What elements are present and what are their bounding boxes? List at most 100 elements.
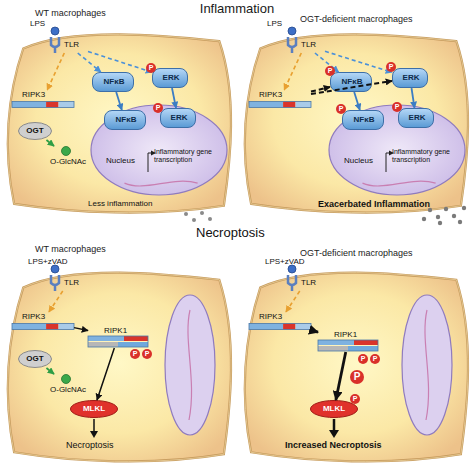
annotation: LPS (30, 19, 45, 28)
tlr-receptor: TLR (48, 275, 88, 291)
protein-oval: MLKL (70, 400, 118, 418)
nucleus-shape (165, 295, 215, 435)
phospho-mark: P (130, 349, 140, 359)
protein-bar-shape (12, 323, 74, 330)
pathway-arrow (116, 92, 122, 110)
protein-bar: RIPK3 (12, 312, 74, 330)
node-label: ERK (161, 109, 197, 127)
annotation: LPS+zVAD (265, 257, 305, 266)
node-label: MLKL (70, 400, 118, 418)
annotation: Increased Necroptosis (285, 440, 382, 450)
pathway-arrow (47, 53, 64, 90)
macrophage-cell: TLRRIPK3RIPK1MLKLOGT-deficient macrophag… (242, 268, 470, 464)
node-label: RIPK1 (334, 330, 357, 339)
protein-bar: RIPK3 (249, 312, 311, 330)
protein-complex-shape (88, 336, 148, 348)
node-label: OGT (18, 122, 52, 140)
pathway-arrow (284, 53, 301, 90)
node-label: Inflammatory gene transcription (154, 148, 216, 164)
node-label: ERK (153, 69, 189, 87)
pathway-arrow (88, 51, 152, 72)
pathway-arrow (46, 368, 54, 374)
node-label: RIPK3 (259, 312, 282, 321)
tlr-receptor: TLR (48, 37, 88, 53)
cell-heading: WT macrophages (35, 8, 106, 18)
pathway-arrow (311, 81, 392, 94)
macrophage-cell: TLRRIPK3NFκBERKNFκBERKNucleusInflammator… (242, 30, 470, 215)
node-label: TLR (64, 278, 79, 287)
pathway-arrow (354, 92, 360, 110)
node-label: NFκB (93, 73, 135, 91)
pathway-arrow (78, 53, 101, 72)
section-heading: Necroptosis (196, 226, 265, 241)
annotation: Necroptosis (66, 440, 114, 450)
pathway-arrow (336, 352, 346, 400)
pathway-arrow (46, 140, 54, 146)
transcription-bracket (148, 151, 156, 173)
phospho-mark: P (325, 66, 335, 76)
glcnac-dot: O-GlcNAc (44, 374, 92, 396)
pathway-arrow (74, 328, 88, 331)
phospho-mark: P (370, 354, 380, 364)
transcription-bracket (386, 151, 394, 173)
node-label: TLR (301, 40, 316, 49)
pathway-arrow (49, 291, 63, 312)
nucleus: NFκB ERK Nucleus Inflammatory gene transcri… (90, 104, 228, 196)
phospho-mark: P (146, 63, 156, 73)
cell-outline (242, 268, 470, 464)
outcome-arrow (329, 419, 339, 438)
pathway-arrow (325, 51, 392, 72)
phospho-mark: P (350, 394, 360, 404)
node-label: TLR (301, 278, 316, 287)
protein-complex: RIPK1 (88, 326, 148, 348)
receptor-symbol (48, 275, 62, 291)
pathway-arrow (172, 88, 176, 108)
protein-bar-shape (249, 323, 311, 330)
node-label: RIPK3 (259, 90, 282, 99)
pathway-arrow (311, 330, 318, 332)
outcome-arrow (90, 419, 98, 438)
phospho-mark: P (153, 103, 163, 113)
nucleus-shape (402, 295, 452, 435)
phospho-mark: P (358, 354, 368, 364)
protein-bar: RIPK3 (12, 90, 74, 108)
protein-box: ERK (392, 68, 428, 88)
node-label: Nucleus (106, 156, 135, 165)
phospho-mark: P (350, 370, 364, 384)
pathway-arrow (97, 348, 114, 400)
protein-oval: OGT (18, 122, 52, 140)
pathway-arrow (412, 88, 415, 108)
glcnac-dot: O-GlcNAc (44, 146, 92, 168)
lps-ligand (288, 265, 296, 273)
node-label: Nucleus (344, 156, 373, 165)
pathway-arrow (311, 87, 330, 92)
tlr-receptor: TLR (285, 275, 325, 291)
protein-box: NFκB (330, 72, 372, 92)
dot-shape (44, 146, 92, 156)
cytokine-dots (184, 211, 212, 222)
node-label: NFκB (343, 111, 385, 129)
node-label: RIPK1 (104, 326, 127, 335)
phospho-mark: P (392, 102, 402, 112)
node-label: ERK (393, 69, 429, 87)
receptor-symbol (285, 37, 299, 53)
node-label: TLR (64, 40, 79, 49)
receptor-symbol (285, 275, 299, 291)
cell-heading: WT macrophages (35, 244, 106, 254)
node-label: OGT (18, 350, 52, 368)
protein-box: NFκB (104, 110, 146, 130)
protein-bar: RIPK3 (249, 90, 311, 108)
tlr-receptor: TLR (285, 37, 325, 53)
node-label: ERK (399, 109, 435, 127)
lps-ligand (51, 265, 59, 273)
phospho-mark: P (386, 62, 396, 72)
protein-oval: OGT (18, 350, 52, 368)
protein-complex: RIPK1 (318, 330, 378, 352)
protein-box: ERK (152, 68, 188, 88)
node-label: RIPK3 (22, 90, 45, 99)
lps-ligand (288, 27, 296, 35)
node-label: NFκB (331, 73, 373, 91)
protein-box: NFκB (342, 110, 384, 130)
protein-box: ERK (398, 108, 434, 128)
protein-bar-shape (249, 101, 311, 108)
